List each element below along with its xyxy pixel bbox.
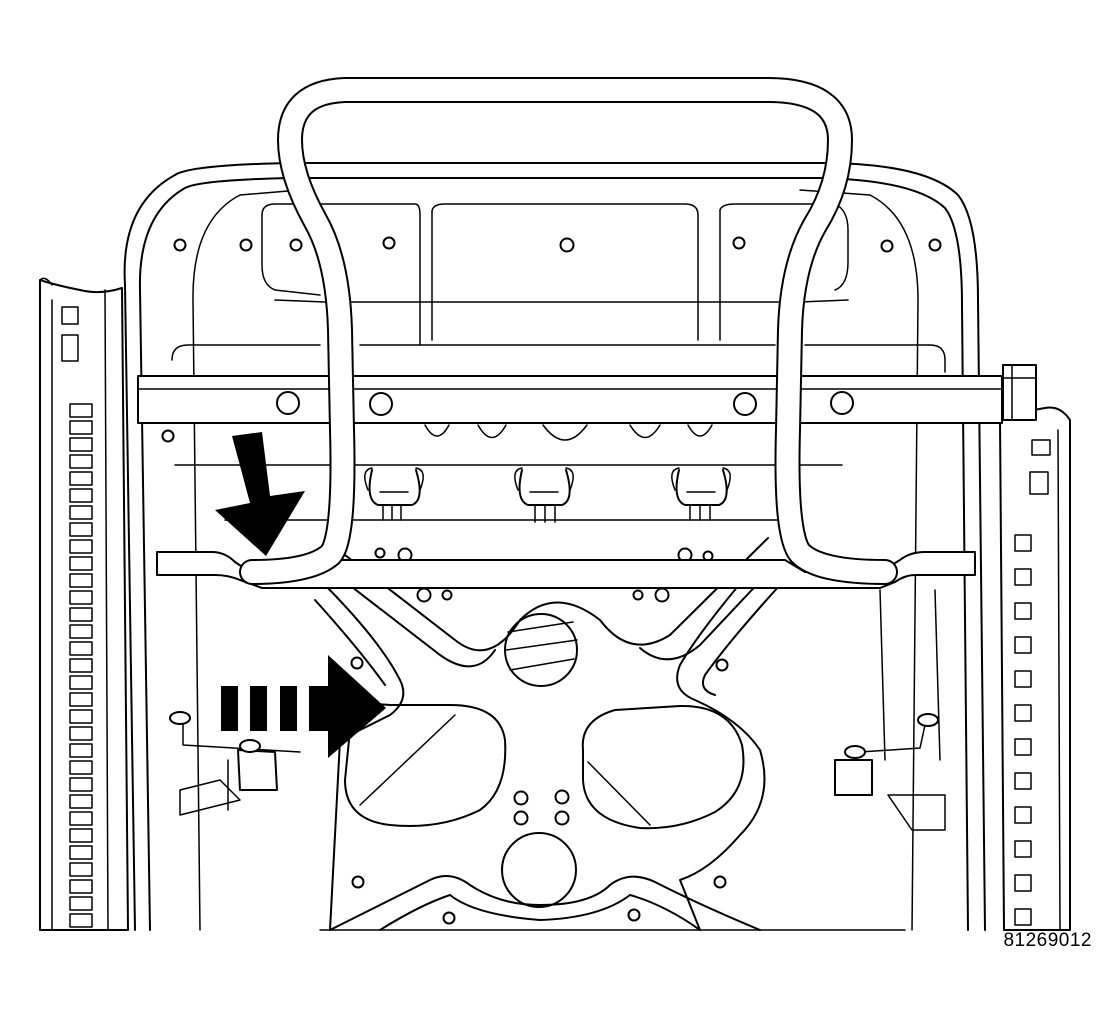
dashed-arrow-right-icon: [221, 655, 386, 758]
rail-slot: [69, 403, 93, 418]
rail-slot: [69, 692, 93, 707]
figure-reference-number: 81269012: [1003, 930, 1092, 951]
spring-clip-right: [671, 467, 731, 521]
rail-slot: [69, 760, 93, 775]
spring-clip-center: [514, 467, 574, 523]
rail-slot: [69, 845, 93, 860]
right-rail-slots: [1014, 534, 1032, 926]
rail-slot: [69, 624, 93, 639]
rail-slot: [69, 743, 93, 758]
rail-slot: [69, 811, 93, 826]
rail-slot: [1014, 738, 1032, 756]
spring-clip-left: [364, 467, 424, 521]
rail-slot: [69, 471, 93, 486]
rail-slot: [1014, 568, 1032, 586]
rail-slot: [1014, 806, 1032, 824]
rail-slot: [69, 658, 93, 673]
seat-back-cross-bar: [137, 375, 1003, 441]
rail-slot: [69, 862, 93, 877]
right-bracket-hardware: [834, 589, 946, 831]
solid-arrow-down-icon: [215, 432, 305, 556]
rail-slot: [69, 794, 93, 809]
rail-slot: [69, 420, 93, 435]
rail-slot: [69, 641, 93, 656]
seat-back-outer-panel: [123, 162, 986, 931]
rail-slot: [69, 539, 93, 554]
headrest-frame-tube: [239, 77, 898, 585]
rail-slot: [1014, 670, 1032, 688]
left-side-rail: [39, 277, 129, 931]
rail-slot: [1014, 704, 1032, 722]
rail-slot: [1014, 636, 1032, 654]
rail-slot: [69, 828, 93, 843]
rail-slot: [1014, 908, 1032, 926]
rail-slot: [69, 896, 93, 911]
upper-inner-panel: [161, 203, 946, 443]
rail-slot: [69, 437, 93, 452]
rail-slot: [1014, 874, 1032, 892]
rail-slot: [69, 675, 93, 690]
rail-slot: [69, 590, 93, 605]
rail-slot: [69, 879, 93, 894]
rail-slot: [69, 556, 93, 571]
rail-slot: [69, 573, 93, 588]
rail-slot: [69, 488, 93, 503]
rail-slot: [1014, 772, 1032, 790]
left-bracket-hardware: [169, 711, 301, 816]
right-side-rail: [999, 364, 1071, 931]
rail-slot: [1014, 602, 1032, 620]
rail-slot: [69, 913, 93, 928]
rail-slot: [69, 505, 93, 520]
rail-slot: [1014, 534, 1032, 552]
left-rail-slots: [69, 403, 93, 928]
lower-lateral-bar: [156, 551, 976, 589]
rail-slot: [69, 726, 93, 741]
lower-panel: [174, 464, 906, 931]
rail-slot: [1014, 840, 1032, 858]
rail-slot: [69, 454, 93, 469]
rail-slot: [69, 522, 93, 537]
rail-slot: [69, 709, 93, 724]
rail-slot: [69, 607, 93, 622]
rail-slot: [69, 777, 93, 792]
